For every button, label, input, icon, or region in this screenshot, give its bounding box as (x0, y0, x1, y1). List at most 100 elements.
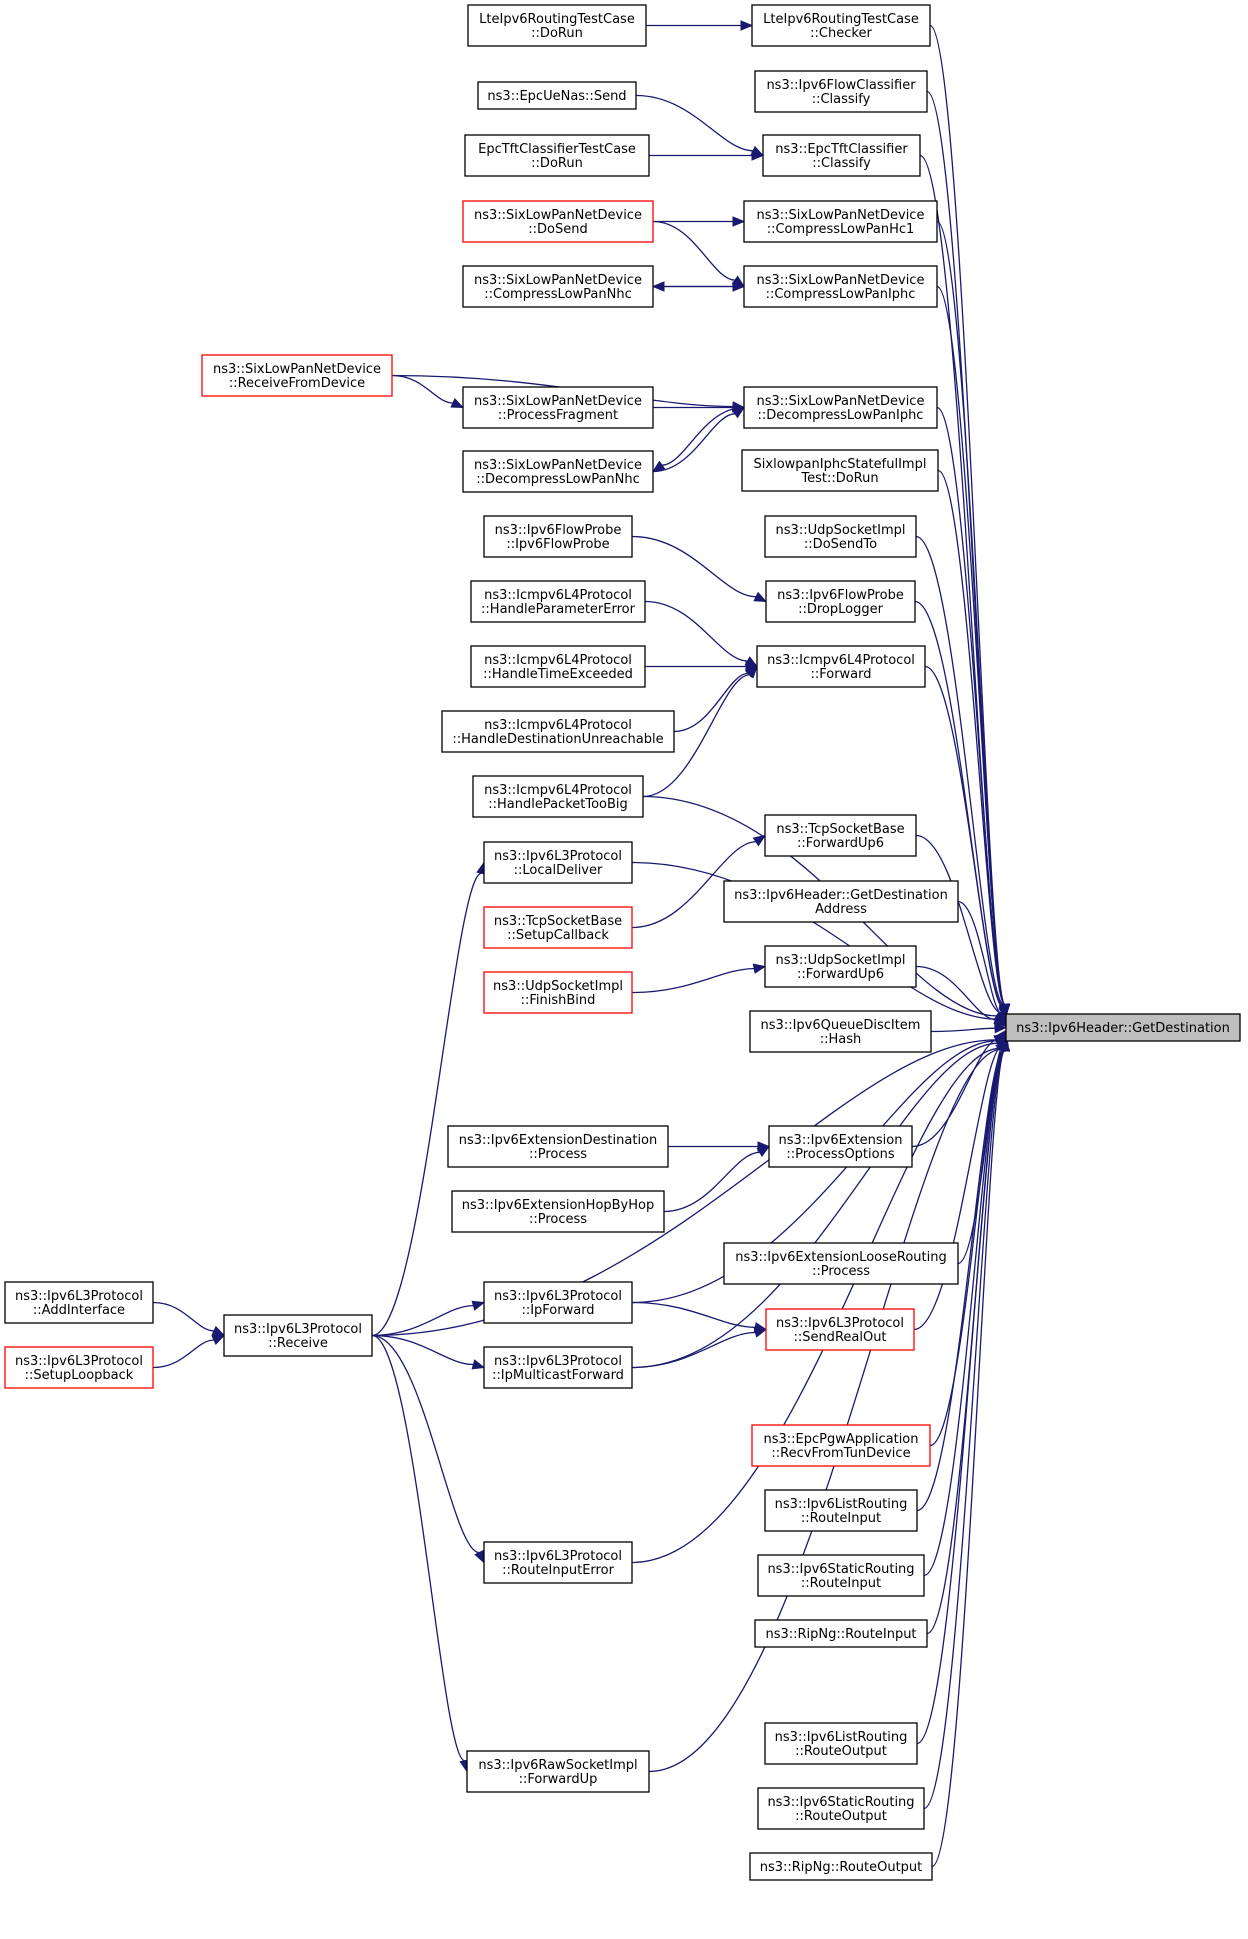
node-l3-receive[interactable]: ns3::Ipv6L3Protocol::Receive (223, 1314, 373, 1357)
node-ripng-rin[interactable]: ns3::RipNg::RouteInput (754, 1619, 928, 1648)
edge-line (371, 872, 482, 1337)
node-label: ::RouteInputError (502, 1563, 615, 1578)
node-tcp-setupcb[interactable]: ns3::TcpSocketBase::SetupCallback (483, 906, 633, 949)
node-tcp-fwdup6[interactable]: ns3::TcpSocketBase::ForwardUp6 (764, 814, 917, 857)
node-ext-dest[interactable]: ns3::Ipv6ExtensionDestination::Process (447, 1125, 669, 1168)
node-icmp-ptb[interactable]: ns3::Icmpv6L4Protocol::HandlePacketTooBi… (472, 775, 644, 818)
node-icmp-dest[interactable]: ns3::Icmpv6L4Protocol::HandleDestination… (441, 710, 675, 753)
edge-line (913, 1044, 1004, 1331)
node-static-rin[interactable]: ns3::Ipv6StaticRouting::RouteInput (757, 1554, 925, 1597)
node-box (483, 1281, 633, 1324)
node-qdisc-hash[interactable]: ns3::Ipv6QueueDiscItem::Hash (749, 1010, 932, 1053)
node-udp-dosendto[interactable]: ns3::UdpSocketImpl::DoSendTo (764, 515, 917, 558)
node-label: ns3::Ipv6ExtensionLooseRouting (735, 1250, 946, 1265)
node-label: ns3::Ipv6FlowClassifier (766, 78, 916, 93)
node-ext-hbh[interactable]: ns3::Ipv6ExtensionHopByHop::Process (451, 1190, 665, 1233)
edge-line (635, 94, 754, 152)
node-box (470, 580, 646, 623)
edge-ext-hbh-to-ext-procopts (663, 1145, 771, 1213)
node-static-rout[interactable]: ns3::Ipv6StaticRouting::RouteOutput (757, 1787, 925, 1830)
node-ripng-rout[interactable]: ns3::RipNg::RouteOutput (749, 1852, 933, 1881)
node-slp-hc1[interactable]: ns3::SixLowPanNetDevice::CompressLowPanH… (743, 200, 938, 243)
arrowhead (993, 1015, 1008, 1027)
node-target[interactable]: ns3::Ipv6Header::GetDestination (1005, 1013, 1241, 1042)
arrowhead (752, 834, 767, 847)
node-label: ns3::Ipv6ExtensionDestination (459, 1133, 658, 1148)
node-flowclass[interactable]: ns3::Ipv6FlowClassifier::Classify (754, 70, 928, 113)
node-l3-sendreal[interactable]: ns3::Ipv6L3Protocol::SendRealOut (765, 1308, 915, 1351)
node-label: SixlowpanIphcStatefulImpl (754, 457, 927, 472)
arrowhead (471, 1359, 486, 1370)
node-box (483, 1346, 633, 1389)
node-l3-rie[interactable]: ns3::Ipv6L3Protocol::RouteInputError (483, 1541, 633, 1584)
node-udp-finishbind[interactable]: ns3::UdpSocketImpl::FinishBind (483, 971, 633, 1014)
node-l3-ipforward[interactable]: ns3::Ipv6L3Protocol::IpForward (483, 1281, 633, 1324)
node-icmp-param[interactable]: ns3::Icmpv6L4Protocol::HandleParameterEr… (470, 580, 646, 623)
node-label: ::CompressLowPanHc1 (767, 222, 915, 237)
edge-epctft-dorun-to-epctft-classify (649, 150, 765, 161)
node-label: ns3::TcpSocketBase (494, 914, 622, 929)
edge-line (915, 834, 1002, 1014)
edge-line (371, 1039, 997, 1337)
node-icmp-time[interactable]: ns3::Icmpv6L4Protocol::HandleTimeExceede… (470, 645, 646, 688)
node-l3-localdeliver[interactable]: ns3::Ipv6L3Protocol::LocalDeliver (483, 841, 633, 884)
node-slp-dosend[interactable]: ns3::SixLowPanNetDevice::DoSend (462, 200, 654, 243)
edge-line (631, 535, 757, 598)
node-box (768, 1125, 913, 1168)
node-epcpgw[interactable]: ns3::EpcPgwApplication::RecvFromTunDevic… (751, 1424, 931, 1467)
node-list-rout[interactable]: ns3::Ipv6ListRouting::RouteOutput (764, 1722, 918, 1765)
edge-line (642, 674, 750, 798)
node-label: ::Receive (268, 1336, 328, 1351)
node-label: ns3::SixLowPanNetDevice (757, 208, 925, 223)
node-slp-procfrag[interactable]: ns3::SixLowPanNetDevice::ProcessFragment (462, 386, 654, 429)
node-label: ns3::Ipv6FlowProbe (777, 588, 904, 603)
node-label: ::RouteOutput (795, 1744, 887, 1759)
edge-line (152, 1339, 215, 1369)
node-label: ::SendRealOut (793, 1330, 886, 1345)
node-list-rin[interactable]: ns3::Ipv6ListRouting::RouteInput (764, 1489, 918, 1532)
node-label: ns3::Icmpv6L4Protocol (484, 783, 632, 798)
node-label: ::ForwardUp6 (797, 836, 884, 851)
node-slp-cnhc[interactable]: ns3::SixLowPanNetDevice::CompressLowPanN… (462, 265, 654, 308)
edge-qdisc-hash-to-target (930, 1022, 1008, 1034)
node-ext-procopts[interactable]: ns3::Ipv6Extension::ProcessOptions (768, 1125, 913, 1168)
edge-line (631, 1040, 998, 1304)
node-slp-ciphc[interactable]: ns3::SixLowPanNetDevice::CompressLowPanI… (743, 265, 938, 308)
node-label: ns3::SixLowPanNetDevice (757, 394, 925, 409)
node-raw-fwdup[interactable]: ns3::Ipv6RawSocketImpl::ForwardUp (466, 1750, 650, 1793)
node-l3-addif[interactable]: ns3::Ipv6L3Protocol::AddInterface (4, 1281, 154, 1324)
node-slp-dnhc[interactable]: ns3::SixLowPanNetDevice::DecompressLowPa… (462, 450, 654, 493)
node-slp-recv[interactable]: ns3::SixLowPanNetDevice::ReceiveFromDevi… (201, 354, 393, 397)
node-epctft-dorun[interactable]: EpcTftClassifierTestCase::DoRun (464, 134, 650, 177)
node-box (743, 386, 938, 429)
node-l3-loopback[interactable]: ns3::Ipv6L3Protocol::SetupLoopback (4, 1346, 154, 1389)
node-box (462, 386, 654, 429)
node-label: ::SetupLoopback (25, 1368, 134, 1383)
node-label: ns3::Ipv6Header::GetDestination (734, 888, 948, 903)
edge-line (926, 90, 1006, 1006)
edge-line (957, 900, 1003, 1015)
node-label: ::Process (529, 1212, 587, 1227)
node-box (447, 1125, 669, 1168)
node-ext-loose[interactable]: ns3::Ipv6ExtensionLooseRouting::Process (723, 1242, 959, 1285)
node-epcuenas[interactable]: ns3::EpcUeNas::Send (477, 81, 637, 110)
node-label: ns3::Ipv6Extension (779, 1133, 903, 1148)
node-lte-checker[interactable]: LteIpv6RoutingTestCase::Checker (751, 4, 931, 47)
node-icmp-forward[interactable]: ns3::Icmpv6L4Protocol::Forward (756, 645, 926, 688)
edge-l3-receive-to-target (371, 1034, 1008, 1337)
node-flowprobe-ctor[interactable]: ns3::Ipv6FlowProbe::Ipv6FlowProbe (483, 515, 633, 558)
node-flowprobe-drop[interactable]: ns3::Ipv6FlowProbe::DropLogger (765, 580, 916, 623)
node-slp-diphc[interactable]: ns3::SixLowPanNetDevice::DecompressLowPa… (743, 386, 938, 429)
node-label: ns3::RipNg::RouteOutput (760, 1860, 923, 1875)
node-label: ::RouteInput (801, 1511, 881, 1526)
node-udp-fwdup6[interactable]: ns3::UdpSocketImpl::ForwardUp6 (764, 945, 917, 988)
node-l3-ipmcast[interactable]: ns3::Ipv6L3Protocol::IpMulticastForward (483, 1346, 633, 1389)
node-lte-dorun[interactable]: LteIpv6RoutingTestCase::DoRun (467, 4, 647, 47)
node-epctft-classify[interactable]: ns3::EpcTftClassifier::Classify (762, 134, 921, 177)
arrowhead (211, 1334, 226, 1346)
node-box (764, 945, 917, 988)
node-label: ::ForwardUp6 (797, 967, 884, 982)
node-label: ::IpForward (521, 1303, 594, 1318)
